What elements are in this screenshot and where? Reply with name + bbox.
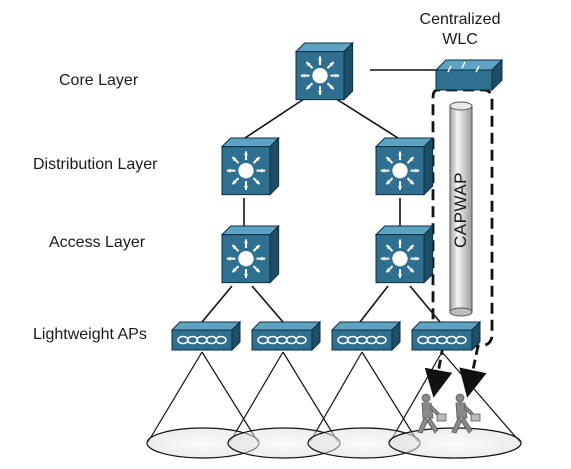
coverage-cones (147, 351, 521, 443)
walking-user-right-icon (451, 393, 481, 434)
core-switch-icon (294, 41, 354, 101)
client-arrow-right (459, 345, 487, 398)
link-access-ap4 (409, 285, 441, 323)
access-point-1-icon (170, 320, 242, 352)
distribution-switch-right-icon (374, 136, 434, 196)
distribution-switch-left-icon (220, 136, 280, 196)
walking-user-left-icon (417, 393, 447, 434)
link-core-dist-left (244, 94, 311, 139)
capwap-tunnel (449, 101, 473, 317)
wlc-label-line2: WLC (442, 31, 478, 48)
wlc-label: Centralized WLC (405, 10, 515, 50)
label-lightweight-aps: Lightweight APs (33, 326, 147, 343)
link-access-ap3 (359, 285, 389, 323)
link-core-dist-right (329, 94, 399, 139)
access-point-4-icon (410, 320, 482, 352)
capwap-label: CAPWAP (451, 171, 470, 249)
access-switch-left-icon (220, 224, 280, 284)
access-points (170, 320, 482, 352)
clients (417, 393, 481, 434)
link-access-ap1 (201, 285, 233, 323)
access-point-3-icon (330, 320, 402, 352)
switches (220, 41, 434, 284)
access-switch-right-icon (374, 224, 434, 284)
wlc-icon (434, 58, 504, 92)
client-arrow-left (424, 345, 453, 398)
label-core-layer: Core Layer (59, 72, 139, 89)
wlc-label-line1: Centralized (419, 11, 501, 28)
capwap-dashed-path (431, 88, 494, 348)
label-distribution-layer: Distribution Layer (33, 156, 158, 173)
link-access-ap2 (251, 285, 284, 323)
coverage-ellipses (146, 427, 522, 459)
label-access-layer: Access Layer (49, 234, 146, 251)
network-links (201, 69, 441, 323)
access-point-2-icon (250, 320, 322, 352)
